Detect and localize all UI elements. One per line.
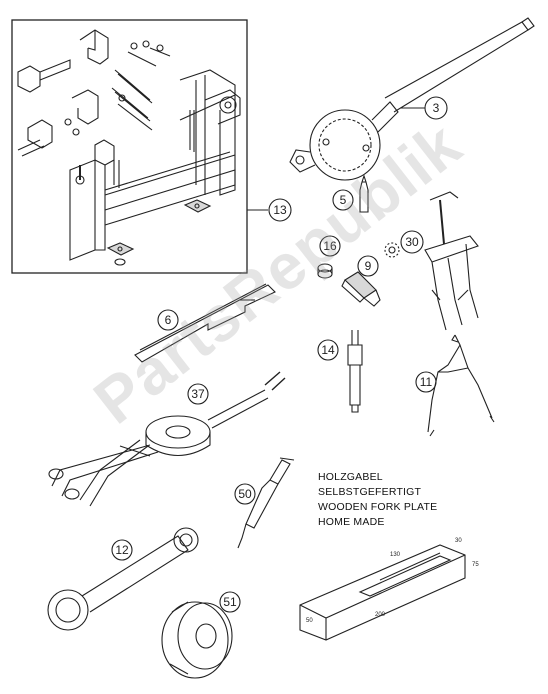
flywheel-holder xyxy=(161,601,233,679)
circlip-pliers xyxy=(427,334,495,437)
callout-14-circle xyxy=(317,339,339,361)
callout-51-circle xyxy=(219,591,241,613)
callout-16-circle xyxy=(319,235,341,257)
dim-200: 200 xyxy=(375,612,386,618)
note-line-4: HOME MADE xyxy=(318,516,385,528)
callout-6-circle xyxy=(157,309,179,331)
flywheel-puller xyxy=(48,371,286,507)
note-line-3: WOODEN FORK PLATE xyxy=(318,501,438,513)
bearing-puller xyxy=(424,191,479,331)
bottle-tool xyxy=(359,174,369,213)
tester-tool xyxy=(347,330,363,413)
callout-5-circle xyxy=(332,189,354,211)
engine-stand-frame xyxy=(11,19,248,274)
callout-51: 51 xyxy=(223,595,237,609)
callout-13: 13 xyxy=(273,203,287,217)
fork-plate-note: HOLZGABEL SELBSTGEFERTIGT WOODEN FORK PL… xyxy=(318,470,437,530)
callout-14: 14 xyxy=(321,343,335,357)
wooden-fork-plate xyxy=(299,544,466,641)
callout-6: 6 xyxy=(165,313,172,327)
callout-37-circle xyxy=(187,383,209,405)
callout-30: 30 xyxy=(405,235,419,249)
callout-9-circle xyxy=(357,255,379,277)
callout-12: 12 xyxy=(115,543,129,557)
callout-12-circle xyxy=(111,539,133,561)
callout-3-circle xyxy=(424,96,448,120)
callout-13-circle xyxy=(268,198,292,222)
dim-75: 75 xyxy=(472,562,479,568)
adapter-tool xyxy=(341,271,381,307)
callout-50: 50 xyxy=(238,487,252,501)
callout-5: 5 xyxy=(340,193,347,207)
dim-50: 50 xyxy=(306,618,313,624)
note-line-2: SELBSTGEFERTIGT xyxy=(318,486,422,498)
callout-9: 9 xyxy=(365,259,372,273)
spacer-ring xyxy=(317,263,333,279)
dim-30: 30 xyxy=(455,538,462,544)
engine-stand-drawing xyxy=(17,29,241,266)
spanner-tool xyxy=(47,527,199,631)
callout-50-circle xyxy=(234,483,256,505)
callout-16: 16 xyxy=(323,239,337,253)
callout-37: 37 xyxy=(191,387,205,401)
callout-11: 11 xyxy=(420,375,433,389)
callout-11-circle xyxy=(415,371,437,393)
gear-icon xyxy=(384,242,400,258)
note-line-1: HOLZGABEL xyxy=(318,471,383,483)
gauge-tool xyxy=(134,283,276,363)
syringe-tool xyxy=(237,457,295,549)
dim-130: 130 xyxy=(390,552,401,558)
callout-3: 3 xyxy=(433,101,440,115)
clutch-holder-tool xyxy=(289,17,535,181)
callout-30-circle xyxy=(400,230,424,254)
